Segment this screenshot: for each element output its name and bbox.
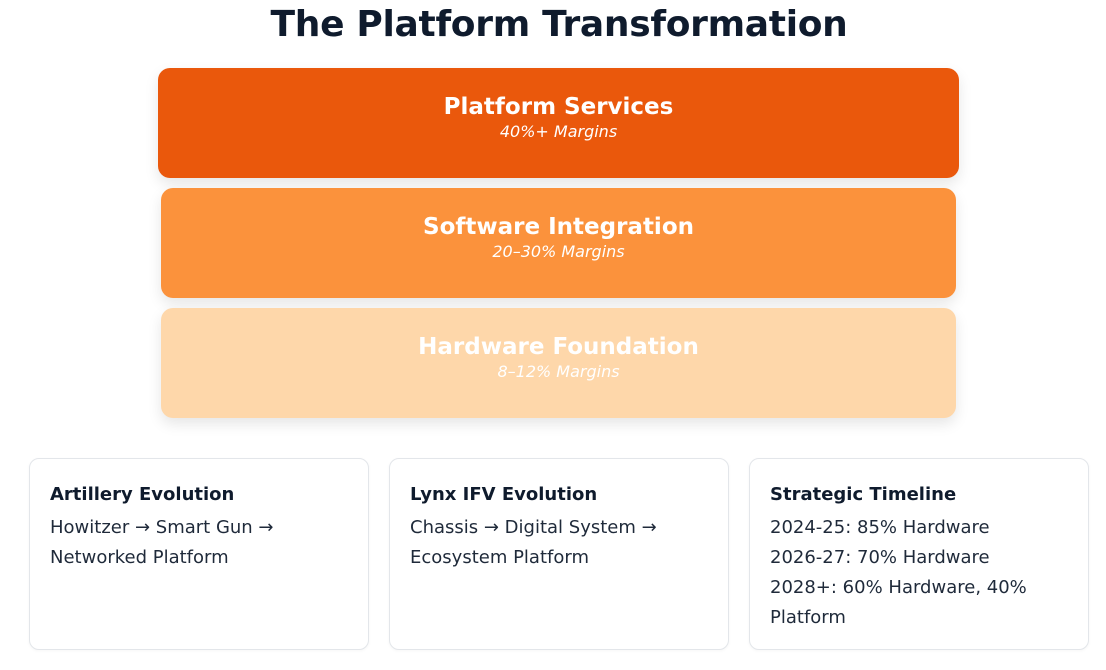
layer-hardware-foundation: Hardware Foundation 8–12% Margins: [161, 308, 956, 418]
card-strategic-timeline: Strategic Timeline 2024-25: 85% Hardware…: [749, 458, 1089, 650]
card-lynx-ifv-evolution: Lynx IFV Evolution Chassis → Digital Sys…: [389, 458, 729, 650]
page-title: The Platform Transformation: [270, 4, 848, 45]
layer-margin: 20–30% Margins: [492, 242, 625, 261]
card-line: Platform: [770, 607, 846, 628]
card-line: Howitzer → Smart Gun →: [50, 517, 274, 538]
card-heading: Artillery Evolution: [50, 484, 235, 505]
layer-name: Software Integration: [423, 214, 694, 240]
card-heading: Strategic Timeline: [770, 484, 957, 505]
layer-platform-services: Platform Services 40%+ Margins: [158, 68, 959, 178]
layer-software-integration: Software Integration 20–30% Margins: [161, 188, 956, 298]
layer-margin: 40%+ Margins: [499, 122, 618, 141]
layer-name: Platform Services: [443, 94, 674, 120]
card-line: 2026-27: 70% Hardware: [770, 547, 990, 568]
layer-margin: 8–12% Margins: [497, 362, 620, 381]
card-heading: Lynx IFV Evolution: [410, 484, 598, 505]
card-line: Ecosystem Platform: [410, 547, 589, 568]
card-line: Chassis → Digital System →: [410, 517, 657, 538]
card-line: 2024-25: 85% Hardware: [770, 517, 990, 538]
card-line: 2028+: 60% Hardware, 40%: [770, 577, 1027, 598]
card-line: Networked Platform: [50, 547, 229, 568]
layer-name: Hardware Foundation: [418, 334, 699, 360]
card-artillery-evolution: Artillery Evolution Howitzer → Smart Gun…: [29, 458, 369, 650]
